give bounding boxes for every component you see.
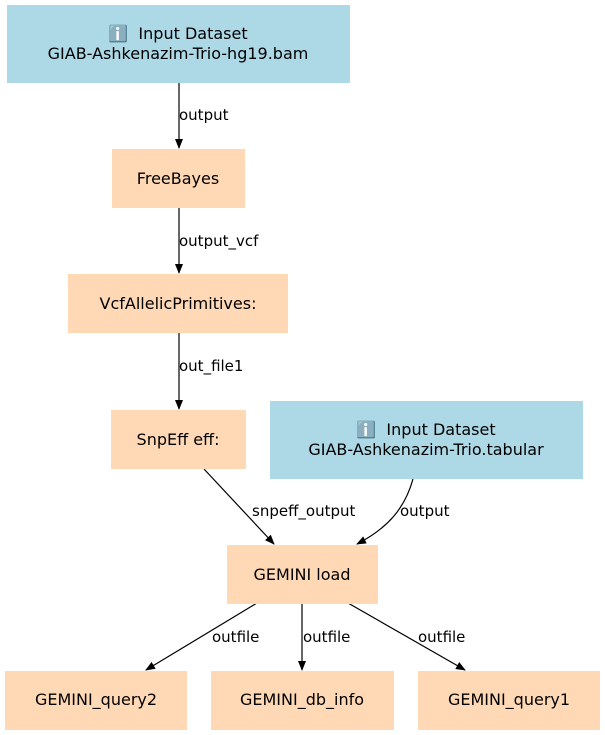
edge-snpeff-to-load: snpeff_output [203,468,356,545]
svg-text:ℹ️ Input Dataset: ℹ️ Input Dataset [356,420,495,439]
edge-label: outfile [212,628,259,646]
node-input-bam[interactable]: ℹ️ Input Dataset GIAB-Ashkenazim-Trio-hg… [7,5,350,83]
edge-load-to-query2: outfile [145,602,259,671]
edge-freebayes-to-vcfallelic: output_vcf [175,208,259,274]
node-box [112,149,245,208]
node-gemini-query1[interactable]: GEMINI_query1 [418,671,600,730]
node-box [7,5,350,83]
node-box [111,410,246,469]
edge-line [356,478,414,545]
node-gemini-db-info[interactable]: GEMINI_db_info [211,671,394,730]
node-snpeff[interactable]: SnpEff eff: [111,410,246,469]
node-dataset-name: GIAB-Ashkenazim-Trio.tabular [308,440,544,459]
edge-bam-to-freebayes: output [175,83,229,149]
node-dataset-name: GIAB-Ashkenazim-Trio-hg19.bam [48,44,309,63]
node-label: GEMINI_query2 [35,690,157,710]
node-gemini-query2[interactable]: GEMINI_query2 [5,671,187,730]
node-label: GEMINI_query1 [448,690,570,710]
edge-vcfallelic-to-snpeff: out_file1 [175,333,243,410]
node-title: Input Dataset [386,420,495,439]
node-box [418,671,600,730]
node-label: FreeBayes [137,169,219,188]
node-label: VcfAllelicPrimitives: [100,294,257,313]
info-icon: ℹ️ [356,420,376,439]
edge-label: output [400,502,450,520]
node-label: GEMINI load [254,565,351,584]
node-box [211,671,394,730]
node-box [270,401,583,479]
node-gemini-load[interactable]: GEMINI load [227,545,378,604]
edge-label: output [179,106,229,124]
node-box [227,545,378,604]
edge-label: snpeff_output [252,502,356,521]
svg-text:ℹ️ Input Dataset: ℹ️ Input Dataset [108,24,247,43]
edge-label: outfile [303,628,350,646]
node-title: Input Dataset [138,24,247,43]
node-box [5,671,187,730]
edge-load-to-dbinfo: outfile [298,603,350,671]
edge-label: out_file1 [179,357,243,376]
edge-tabular-to-load: output [356,478,450,545]
edge-label: output_vcf [179,232,259,251]
edge-line [203,468,275,545]
node-label: SnpEff eff: [137,430,220,449]
node-input-tabular[interactable]: ℹ️ Input Dataset GIAB-Ashkenazim-Trio.ta… [270,401,583,479]
edge-label: outfile [418,628,465,646]
edge-line [145,602,258,671]
edge-line [347,602,466,671]
node-label: GEMINI_db_info [240,690,364,710]
node-vcfallelicprimitives[interactable]: VcfAllelicPrimitives: [68,274,288,333]
info-icon: ℹ️ [108,24,128,43]
node-freebayes[interactable]: FreeBayes [112,149,245,208]
node-box [68,274,288,333]
edge-load-to-query1: outfile [347,602,466,671]
